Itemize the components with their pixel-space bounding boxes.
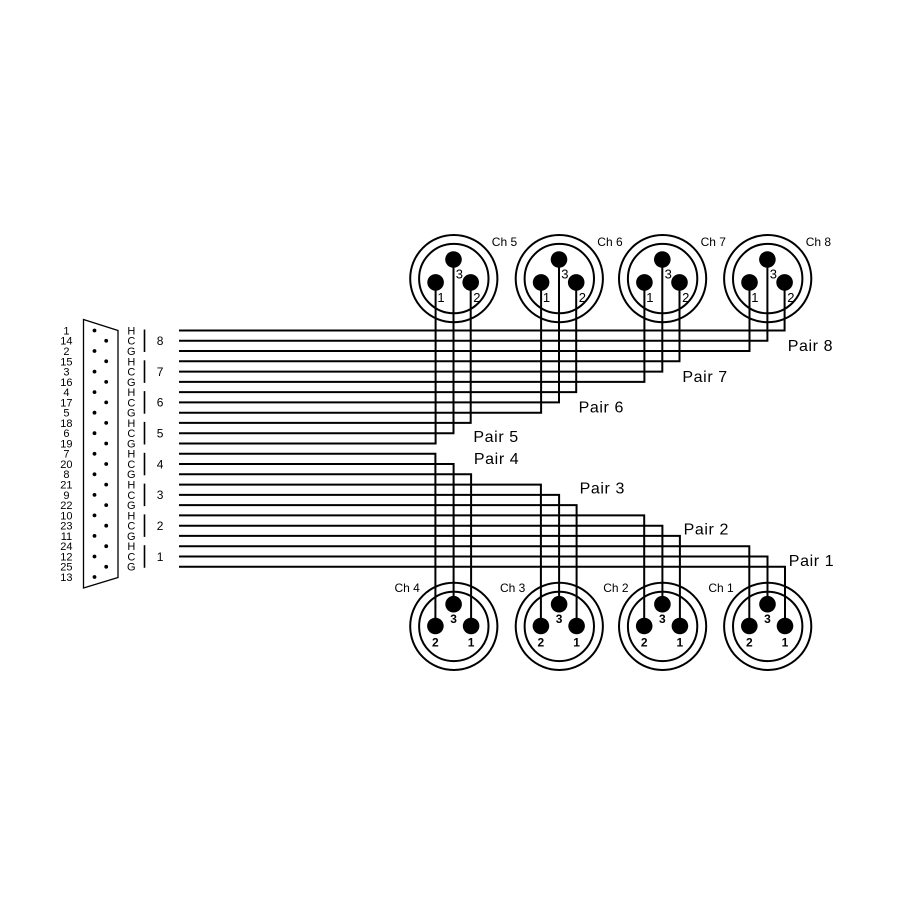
svg-text:2: 2 bbox=[432, 636, 439, 650]
svg-text:25: 25 bbox=[60, 562, 72, 574]
svg-text:1: 1 bbox=[782, 636, 789, 650]
svg-text:H: H bbox=[127, 480, 135, 492]
svg-text:19: 19 bbox=[60, 438, 72, 450]
svg-text:1: 1 bbox=[437, 290, 444, 305]
svg-text:13: 13 bbox=[60, 572, 72, 584]
svg-text:H: H bbox=[127, 325, 135, 337]
svg-text:14: 14 bbox=[60, 336, 72, 348]
svg-text:3: 3 bbox=[764, 612, 771, 626]
svg-text:23: 23 bbox=[60, 521, 72, 533]
svg-text:10: 10 bbox=[60, 510, 72, 522]
svg-text:Ch 5: Ch 5 bbox=[492, 235, 518, 249]
svg-text:4: 4 bbox=[63, 387, 69, 399]
svg-text:3: 3 bbox=[665, 267, 672, 282]
svg-text:2: 2 bbox=[63, 346, 69, 358]
svg-text:15: 15 bbox=[60, 356, 72, 368]
svg-text:2: 2 bbox=[579, 290, 586, 305]
svg-text:3: 3 bbox=[561, 267, 568, 282]
svg-text:H: H bbox=[127, 356, 135, 368]
svg-text:G: G bbox=[127, 500, 136, 512]
svg-text:G: G bbox=[127, 438, 136, 450]
svg-text:1: 1 bbox=[646, 290, 653, 305]
svg-text:18: 18 bbox=[60, 418, 72, 430]
svg-text:Ch 2: Ch 2 bbox=[603, 581, 629, 595]
svg-text:7: 7 bbox=[157, 365, 164, 379]
svg-text:3: 3 bbox=[659, 612, 666, 626]
svg-text:Pair 3: Pair 3 bbox=[580, 481, 625, 498]
svg-text:5: 5 bbox=[157, 427, 164, 441]
svg-text:8: 8 bbox=[63, 469, 69, 481]
svg-text:C: C bbox=[127, 490, 135, 502]
svg-text:12: 12 bbox=[60, 551, 72, 563]
svg-text:7: 7 bbox=[63, 449, 69, 461]
svg-text:Ch 1: Ch 1 bbox=[708, 581, 734, 595]
svg-text:Ch 8: Ch 8 bbox=[806, 235, 832, 249]
svg-text:3: 3 bbox=[63, 367, 69, 379]
svg-text:G: G bbox=[127, 346, 136, 358]
svg-text:1: 1 bbox=[468, 636, 475, 650]
svg-text:2: 2 bbox=[641, 636, 648, 650]
svg-text:C: C bbox=[127, 459, 135, 471]
svg-text:Ch 7: Ch 7 bbox=[701, 235, 727, 249]
svg-text:2: 2 bbox=[746, 636, 753, 650]
svg-text:2: 2 bbox=[682, 290, 689, 305]
svg-text:17: 17 bbox=[60, 397, 72, 409]
svg-text:C: C bbox=[127, 551, 135, 563]
svg-text:3: 3 bbox=[770, 267, 777, 282]
svg-text:16: 16 bbox=[60, 377, 72, 389]
svg-text:C: C bbox=[127, 336, 135, 348]
svg-text:3: 3 bbox=[456, 267, 463, 282]
svg-text:Ch 3: Ch 3 bbox=[500, 581, 526, 595]
svg-text:8: 8 bbox=[157, 334, 164, 348]
svg-text:Pair 8: Pair 8 bbox=[788, 338, 833, 355]
svg-text:C: C bbox=[127, 367, 135, 379]
svg-text:20: 20 bbox=[60, 459, 72, 471]
svg-text:1: 1 bbox=[573, 636, 580, 650]
svg-text:11: 11 bbox=[61, 531, 72, 543]
svg-text:H: H bbox=[127, 387, 135, 399]
svg-text:6: 6 bbox=[63, 428, 69, 440]
svg-text:3: 3 bbox=[556, 612, 563, 626]
svg-text:6: 6 bbox=[157, 396, 164, 410]
svg-text:2: 2 bbox=[538, 636, 545, 650]
svg-text:2: 2 bbox=[473, 290, 480, 305]
svg-text:Pair 4: Pair 4 bbox=[474, 451, 519, 468]
svg-text:1: 1 bbox=[157, 550, 164, 564]
svg-text:22: 22 bbox=[60, 500, 72, 512]
svg-text:G: G bbox=[127, 531, 136, 543]
svg-text:H: H bbox=[127, 510, 135, 522]
svg-text:Pair 1: Pair 1 bbox=[789, 553, 834, 570]
svg-text:24: 24 bbox=[60, 541, 72, 553]
svg-text:1: 1 bbox=[751, 290, 758, 305]
svg-text:G: G bbox=[127, 562, 136, 574]
svg-text:1: 1 bbox=[543, 290, 550, 305]
svg-text:4: 4 bbox=[157, 457, 164, 471]
svg-text:Ch 4: Ch 4 bbox=[394, 581, 420, 595]
svg-text:2: 2 bbox=[157, 519, 164, 533]
svg-text:H: H bbox=[127, 449, 135, 461]
svg-text:1: 1 bbox=[63, 325, 69, 337]
svg-text:H: H bbox=[127, 418, 135, 430]
svg-text:G: G bbox=[127, 469, 136, 481]
svg-text:C: C bbox=[127, 521, 135, 533]
svg-text:G: G bbox=[127, 408, 136, 420]
svg-text:2: 2 bbox=[787, 290, 794, 305]
svg-text:9: 9 bbox=[63, 490, 69, 502]
svg-text:H: H bbox=[127, 541, 135, 553]
svg-text:5: 5 bbox=[63, 408, 69, 420]
svg-text:Pair 5: Pair 5 bbox=[473, 429, 518, 446]
svg-text:C: C bbox=[127, 397, 135, 409]
svg-text:3: 3 bbox=[450, 612, 457, 626]
svg-text:Pair 7: Pair 7 bbox=[682, 369, 727, 386]
svg-text:G: G bbox=[127, 377, 136, 389]
svg-text:Pair 6: Pair 6 bbox=[579, 399, 624, 416]
svg-text:C: C bbox=[127, 428, 135, 440]
svg-text:Pair 2: Pair 2 bbox=[684, 522, 729, 539]
svg-text:3: 3 bbox=[157, 488, 164, 502]
svg-text:1: 1 bbox=[677, 636, 684, 650]
svg-text:Ch 6: Ch 6 bbox=[597, 235, 623, 249]
svg-text:21: 21 bbox=[60, 480, 72, 492]
